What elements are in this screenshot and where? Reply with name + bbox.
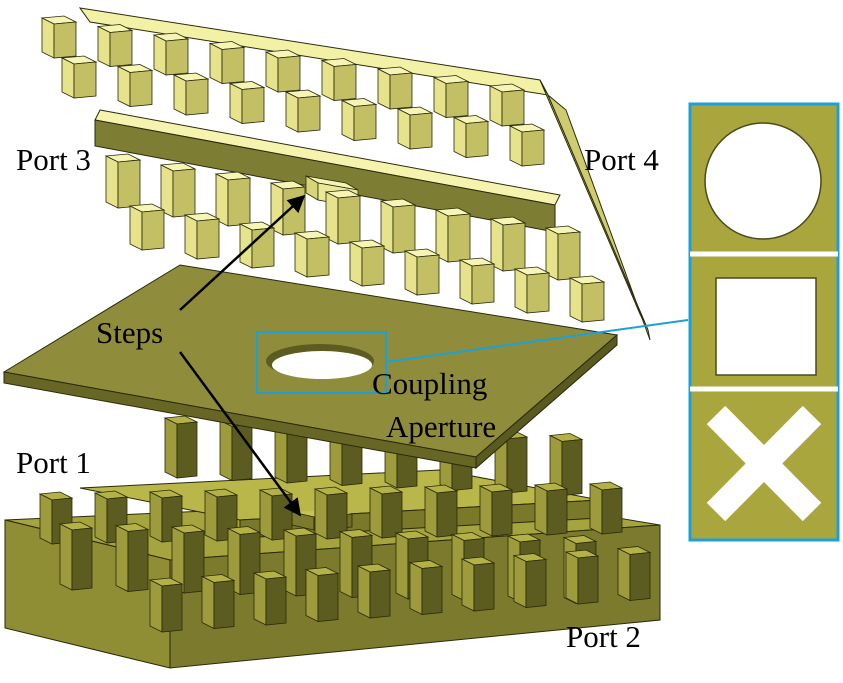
upper-pin (458, 257, 496, 305)
lower-pin (356, 563, 392, 619)
steps-label: Steps (96, 315, 164, 350)
lower-pin (512, 553, 548, 609)
upper-pin (159, 162, 197, 218)
lower-pin (163, 415, 199, 479)
step-arrow-lower (178, 351, 302, 517)
upper-pin (452, 115, 490, 159)
step-arrow-upper (179, 194, 306, 311)
upper-pin (269, 180, 307, 236)
upper-pin (228, 81, 266, 125)
upper-pin (488, 83, 526, 127)
upper-pin (96, 24, 134, 68)
lower-pin (58, 521, 94, 591)
lower-pin (408, 560, 444, 616)
upper-pin (116, 64, 154, 108)
lower-pin (148, 577, 184, 633)
upper-pin (128, 203, 166, 251)
lower-waveguide-block (4, 415, 661, 669)
lower-pin (564, 549, 600, 605)
upper-pin (172, 72, 210, 116)
upper-pin (208, 41, 246, 85)
upper-pin (379, 198, 417, 254)
coupling-aperture-hole (266, 344, 374, 379)
upper-pin (489, 216, 527, 272)
lower-pin (423, 484, 459, 538)
upper-pin (396, 106, 434, 150)
upper-pin (513, 266, 551, 314)
lower-pin (304, 567, 340, 623)
coupling-plate (2, 264, 619, 470)
lower-pin-array (38, 415, 652, 633)
upper-pin (293, 230, 331, 278)
upper-pin (40, 15, 78, 59)
lower-pin (368, 485, 404, 539)
circular-aperture-option (704, 122, 822, 240)
upper-waveguide-block (40, 7, 651, 341)
coupling-label: Coupling (372, 366, 488, 401)
upper-pin (214, 171, 252, 227)
upper-pin (284, 89, 322, 133)
cross-aperture-option (706, 405, 822, 522)
square-aperture-option (715, 277, 817, 376)
port-3-label: Port 3 (16, 142, 91, 177)
aperture-options-panel (688, 102, 840, 542)
lower-pin (200, 574, 236, 630)
upper-pin (376, 66, 414, 110)
upper-pin (432, 75, 470, 119)
upper-pin (508, 123, 546, 167)
aperture-highlight-box (256, 331, 387, 394)
upper-pin (60, 55, 98, 99)
port-4-label: Port 4 (584, 142, 659, 177)
upper-pin (264, 49, 302, 93)
lower-pin (533, 482, 569, 536)
upper-pin (544, 225, 582, 281)
upper-pin (320, 58, 358, 102)
upper-pin (568, 275, 606, 323)
lower-pin (548, 433, 584, 497)
upper-pin (183, 212, 221, 260)
lower-pin (313, 486, 349, 540)
upper-pin (104, 153, 142, 209)
upper-pin (340, 98, 378, 142)
lower-pin (93, 490, 129, 544)
lower-pin (114, 523, 150, 593)
lower-pin (148, 489, 184, 543)
lower-pin (616, 546, 652, 602)
lower-pin (460, 556, 496, 612)
port-2-label: Port 2 (566, 619, 641, 654)
lower-pin (252, 570, 288, 626)
upper-pin (403, 248, 441, 296)
upper-pin (348, 239, 386, 287)
upper-pin (324, 189, 362, 245)
port-1-label: Port 1 (16, 445, 91, 480)
upper-pin (152, 32, 190, 76)
lower-pin (588, 481, 624, 535)
lower-pin (478, 483, 514, 537)
aperture-label: Aperture (386, 409, 497, 444)
upper-pin (434, 207, 472, 263)
callout-line (385, 319, 689, 363)
lower-pin (170, 524, 206, 594)
